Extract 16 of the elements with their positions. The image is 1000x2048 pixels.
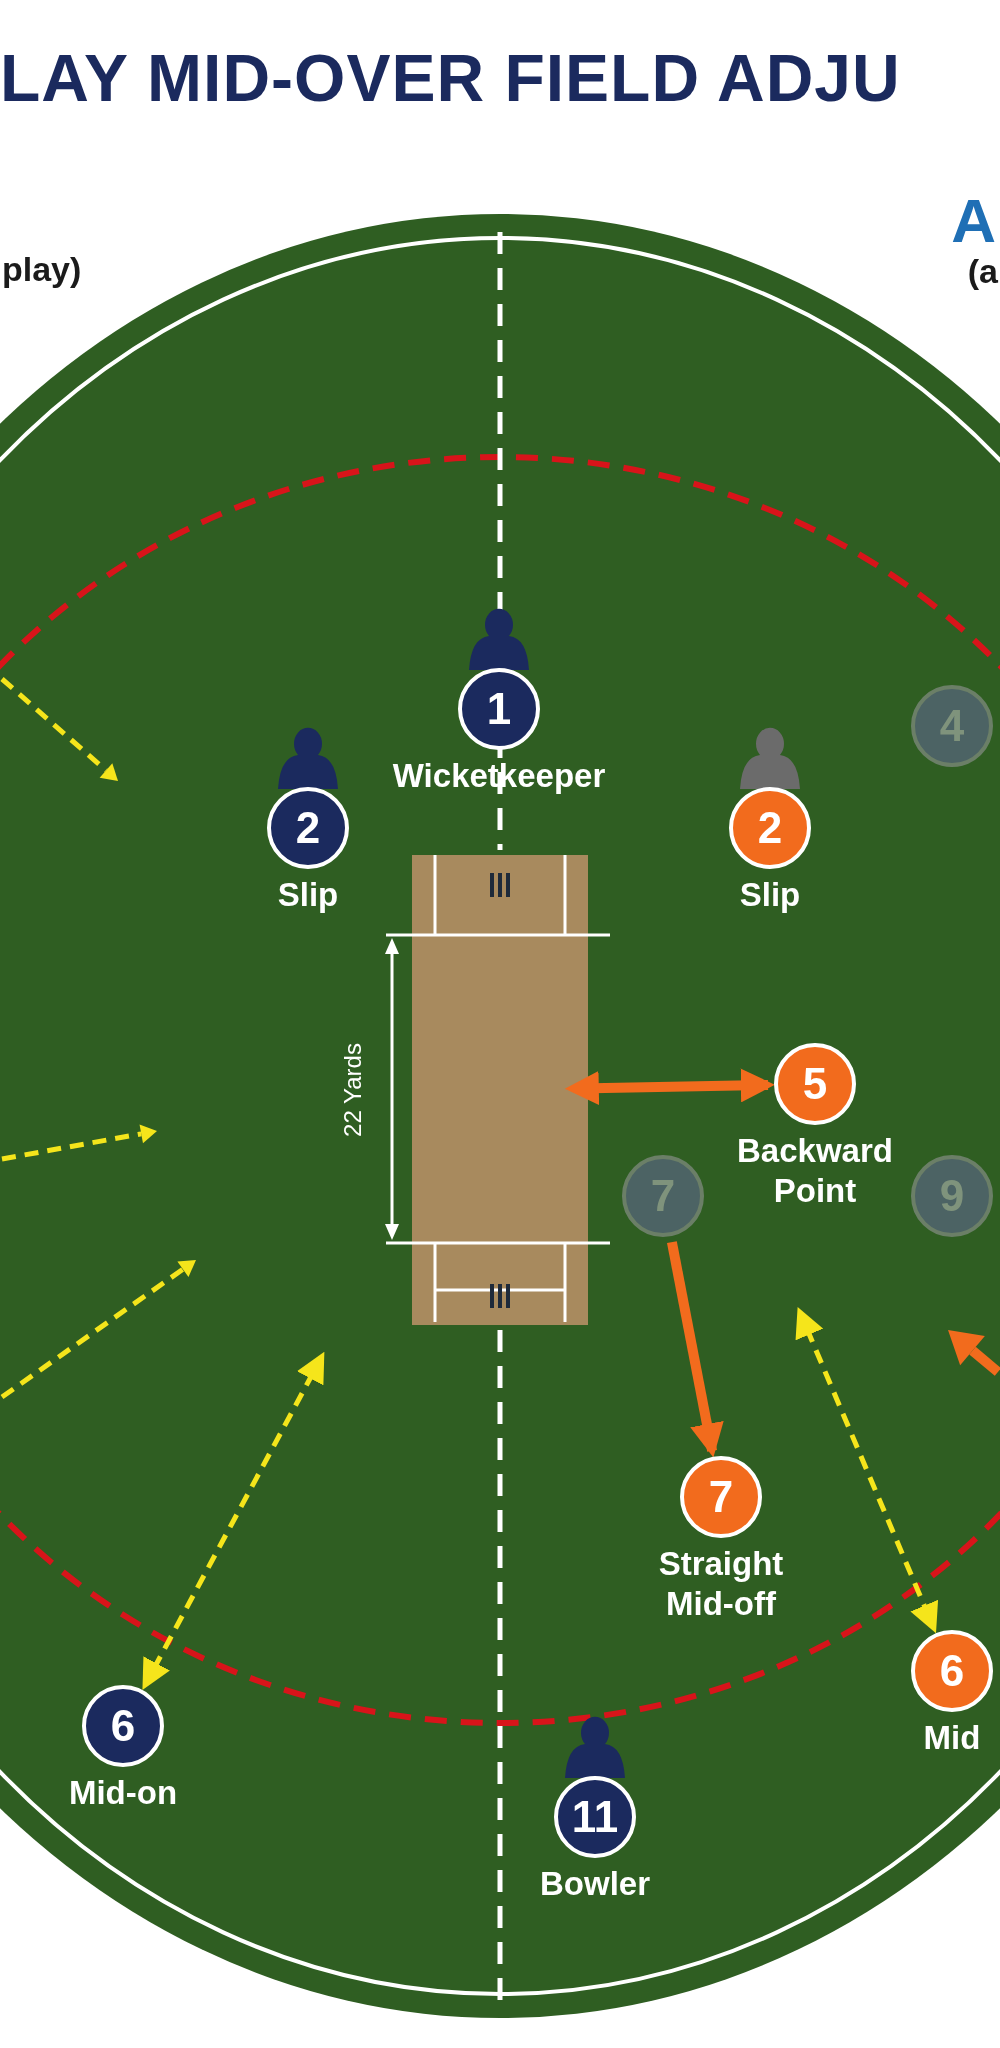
movement-arrow (795, 1306, 939, 1634)
position-label: Wicketkeeper (392, 756, 606, 796)
movement-arrow (667, 1241, 724, 1458)
movement-arrow (564, 1068, 775, 1106)
dimension-label: 22 Yards (339, 1043, 367, 1137)
position-label: Straight Mid-off (657, 1544, 785, 1624)
position-label: Slip (739, 875, 801, 915)
position-label: Bowler (540, 1864, 650, 1904)
position-label: Mid (923, 1718, 981, 1758)
position-label: Slip (277, 875, 339, 915)
position-label: Backward Point (736, 1131, 894, 1211)
position-label: Mid-on (68, 1773, 178, 1813)
pitch-strip (412, 855, 588, 1325)
title: LAY MID-OVER FIELD ADJU (0, 40, 901, 116)
movement-arrow (142, 1351, 325, 1690)
subheading: play) (2, 250, 82, 289)
